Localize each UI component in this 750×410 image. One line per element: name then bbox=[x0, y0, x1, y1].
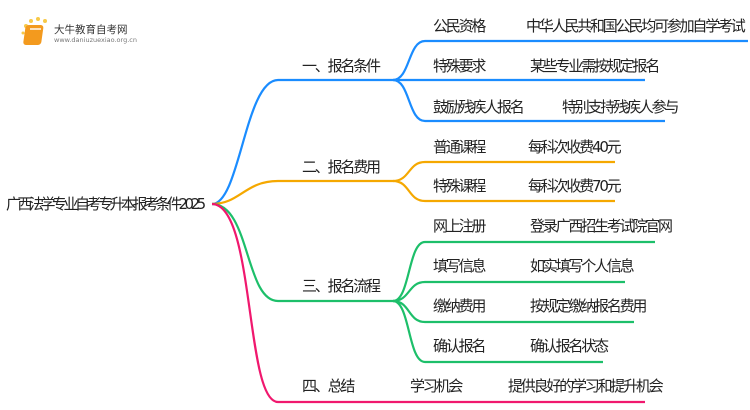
connector-branch-2 bbox=[211, 179, 393, 206]
node-detail: 特别支持残疾人参与 bbox=[562, 98, 679, 116]
connector-3-1 bbox=[392, 240, 655, 303]
connector-2-2 bbox=[392, 179, 615, 203]
node-label: 特殊要求 bbox=[433, 57, 486, 75]
node-label: 鼓励残疾人报名 bbox=[433, 98, 525, 116]
node-detail: 登录广西招生考试院官网 bbox=[530, 217, 673, 235]
node-label: 普通课程 bbox=[433, 138, 486, 156]
connector-1-3 bbox=[392, 78, 665, 123]
branch-label: 二、报名费用 bbox=[302, 158, 381, 176]
logo-title: 大牛教育自考网 bbox=[54, 24, 128, 36]
node-detail: 提供良好的学习和提升机会 bbox=[508, 377, 664, 395]
logo-url: www.daniuzuexiao.org.cn bbox=[54, 36, 137, 44]
node-label: 特殊课程 bbox=[433, 177, 486, 195]
connector-2-1 bbox=[392, 160, 615, 183]
node-detail: 每科次收费70元 bbox=[528, 177, 622, 195]
branch-label: 三、报名流程 bbox=[302, 277, 381, 295]
node-detail: 按规定缴纳报名费用 bbox=[530, 297, 647, 315]
node-label: 学习机会 bbox=[410, 377, 463, 395]
connector-branch-1 bbox=[211, 78, 393, 206]
branch-label: 四、总结 bbox=[302, 377, 355, 395]
connector-3-4 bbox=[392, 299, 603, 364]
node-detail: 某些专业需按规定报名 bbox=[530, 57, 660, 75]
node-detail: 如实填写个人信息 bbox=[530, 257, 635, 275]
node-label: 网上注册 bbox=[433, 217, 486, 235]
branch-label: 一、报名条件 bbox=[302, 57, 381, 75]
connector-branch-3 bbox=[211, 202, 393, 303]
node-detail: 中华人民共和国公民均可参加自学考试 bbox=[526, 17, 746, 35]
node-label: 填写信息 bbox=[433, 257, 486, 275]
root-topic: 广西法学专业自考专升本报考条件2025 bbox=[6, 195, 206, 213]
node-detail: 每科次收费40元 bbox=[528, 138, 622, 156]
node-label: 确认报名 bbox=[433, 337, 486, 355]
node-detail: 确认报名状态 bbox=[530, 337, 609, 355]
node-label: 公民资格 bbox=[433, 17, 486, 35]
connector-3-2 bbox=[392, 280, 625, 303]
connector-1-1 bbox=[392, 39, 748, 82]
book-logo-icon bbox=[21, 17, 47, 45]
node-label: 缴纳费用 bbox=[433, 297, 486, 315]
connector-branch-4 bbox=[211, 202, 645, 404]
